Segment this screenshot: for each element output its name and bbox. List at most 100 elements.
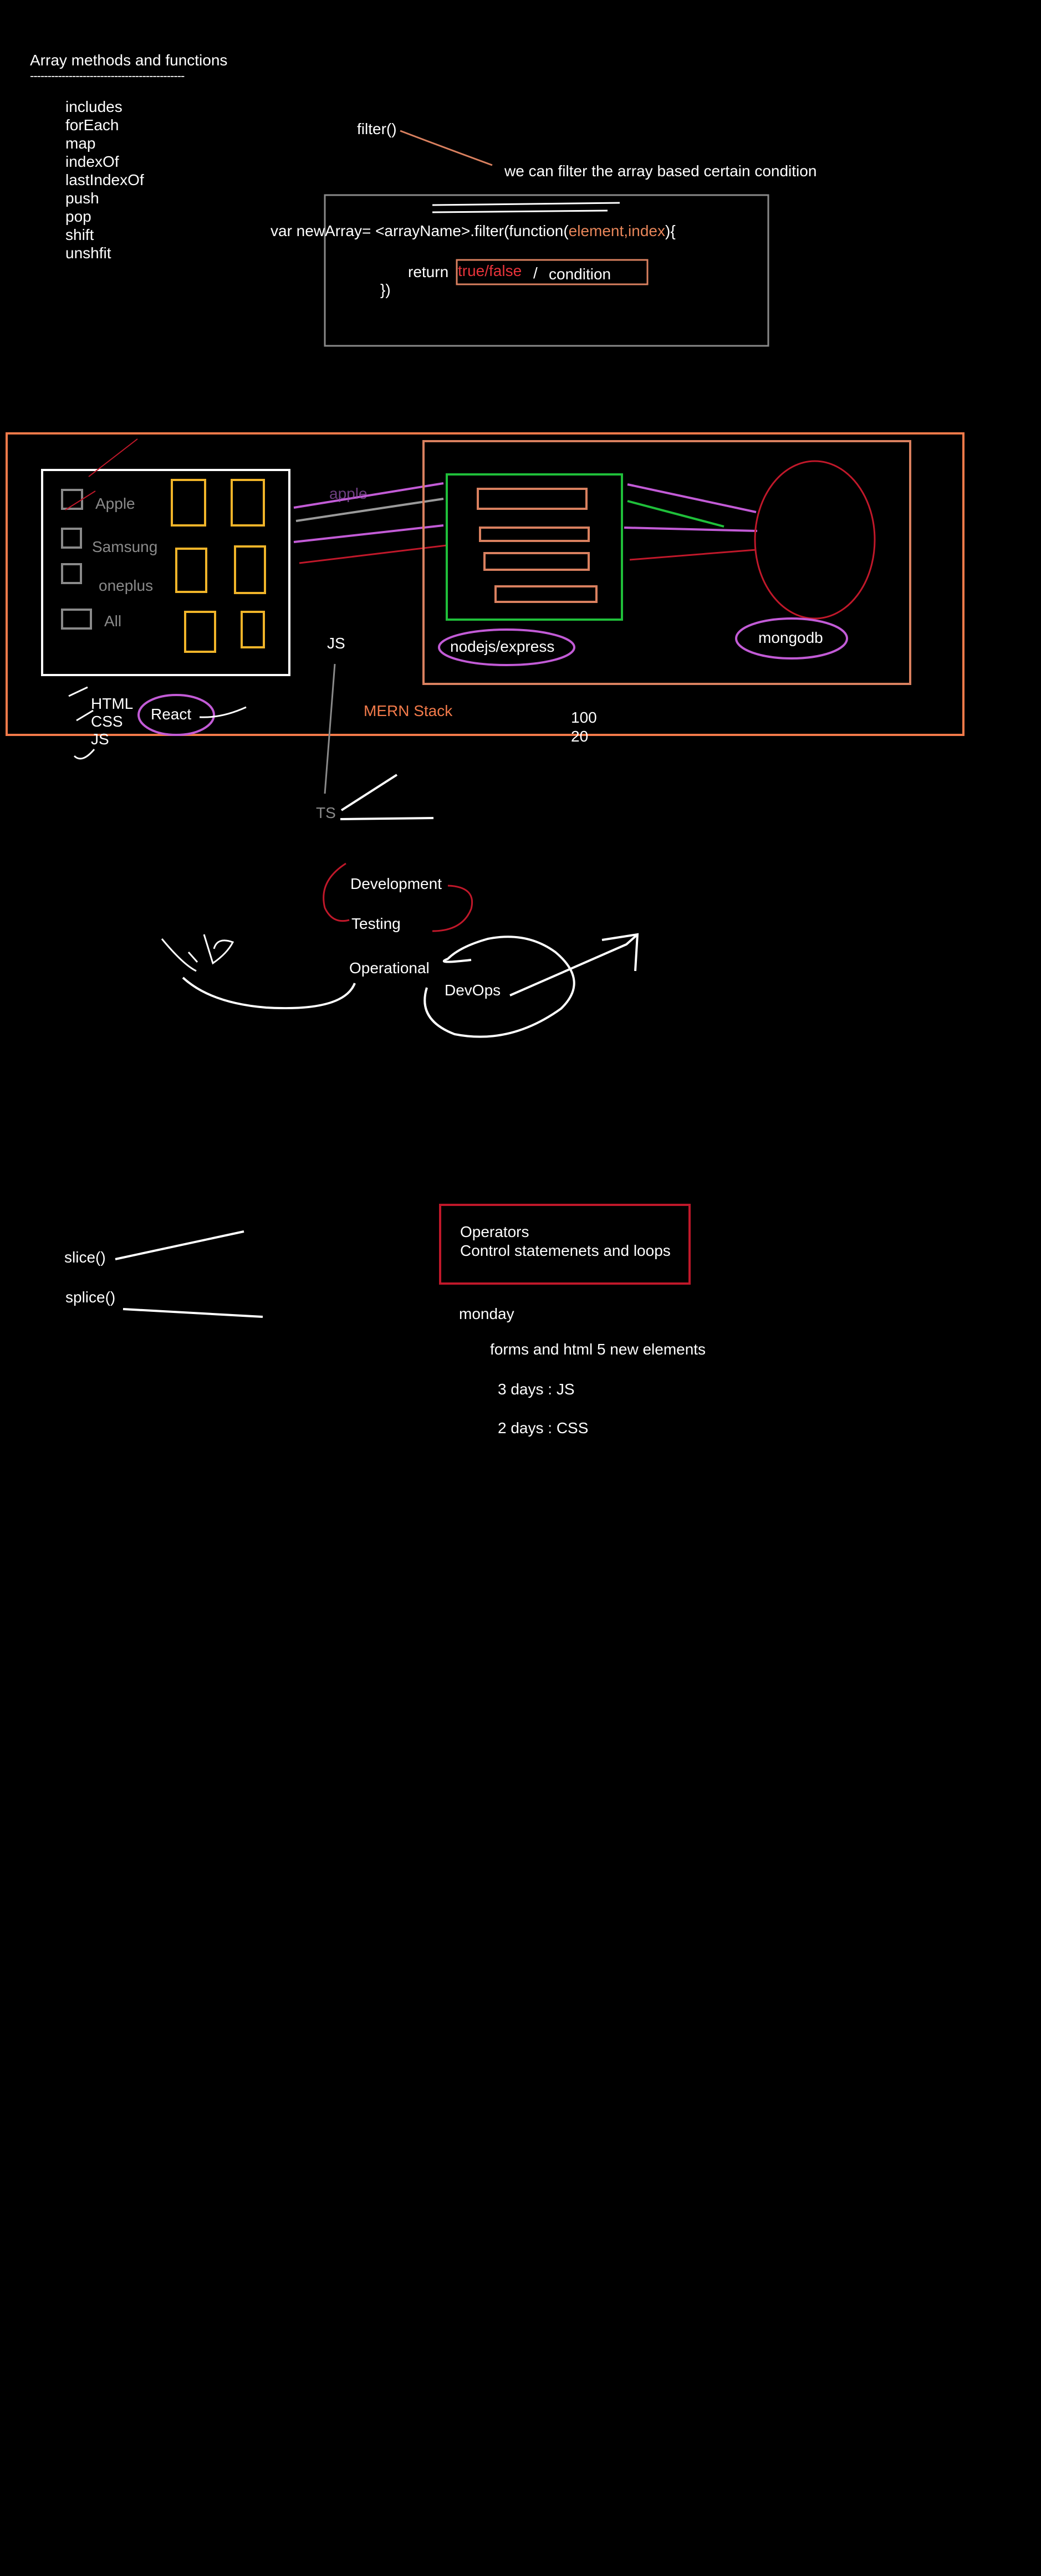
filter-label: filter() <box>357 120 397 137</box>
filter-pointer-line <box>400 130 493 166</box>
filter-option-oneplus: oneplus <box>99 577 154 594</box>
method-item: shift <box>65 226 94 243</box>
backend-frame <box>422 440 911 685</box>
plan-item-forms: forms and html 5 new elements <box>490 1341 706 1358</box>
ts-check-scribble <box>340 774 434 820</box>
connector-db-purple-1 <box>627 483 757 513</box>
devops-loop <box>423 936 575 1038</box>
code-suffix: ){ <box>665 222 676 239</box>
route-bar <box>479 527 590 542</box>
server-box <box>446 473 623 621</box>
devops-label: DevOps <box>445 982 501 999</box>
code-params: element,index <box>568 222 665 239</box>
plan-item-css: 2 days : CSS <box>498 1419 589 1437</box>
method-item: lastIndexOf <box>65 171 144 188</box>
array-section-title: Array methods and functions <box>30 52 228 69</box>
frontend-panel <box>41 469 290 676</box>
react-ellipse <box>137 694 215 736</box>
filter-code-box <box>324 194 769 347</box>
product-card <box>241 611 265 648</box>
slice-label: slice() <box>64 1249 106 1266</box>
product-card <box>175 548 207 593</box>
mongodb-label: mongodb <box>758 629 823 646</box>
array-title-underline: ----------------------------------------… <box>30 69 185 83</box>
route-bar <box>483 552 590 571</box>
database-ellipse <box>754 460 876 620</box>
connector-purple-2 <box>293 524 444 543</box>
operational-label: Operational <box>349 959 430 977</box>
plan-item-js: 3 days : JS <box>498 1381 575 1398</box>
return-slash: / <box>533 264 538 282</box>
number-20: 20 <box>571 728 589 745</box>
connector-gray <box>295 498 444 522</box>
method-item: map <box>65 135 96 152</box>
filter-option-apple: Apple <box>95 495 135 512</box>
tech-html: HTML <box>91 695 134 712</box>
tech-css: CSS <box>91 713 123 730</box>
route-bar <box>494 585 598 603</box>
react-label: React <box>151 706 192 723</box>
dev-test-loop <box>323 862 473 932</box>
mern-stack-label: MERN Stack <box>364 702 453 719</box>
code-underline-2 <box>432 209 608 213</box>
mern-outer-frame <box>6 432 965 736</box>
filter-option-all: All <box>104 612 122 630</box>
devops-arrow <box>509 933 639 996</box>
number-100: 100 <box>571 709 597 726</box>
development-label: Development <box>350 875 442 892</box>
splice-stroke <box>123 1308 263 1318</box>
array-methods-list: includes forEach map indexOf lastIndexOf… <box>65 98 144 262</box>
js-label: JS <box>327 635 345 652</box>
ts-label: TS <box>316 804 336 821</box>
code-underline-1 <box>432 202 620 206</box>
connector-red <box>299 544 447 564</box>
product-card <box>184 611 216 653</box>
filter-code-line: var newArray= <arrayName>.filter(functio… <box>271 222 676 241</box>
checkbox-all <box>61 609 92 630</box>
testing-label: Testing <box>351 915 401 932</box>
checkbox-apple-red-stroke <box>65 438 138 510</box>
operators-line-1: Operators <box>460 1223 529 1240</box>
method-item: includes <box>65 98 123 115</box>
filter-description: we can filter the array based certain co… <box>504 162 817 180</box>
return-keyword: return <box>408 263 449 280</box>
checkbox-samsung <box>61 528 82 549</box>
nodejs-ellipse <box>438 628 575 666</box>
filter-option-samsung: Samsung <box>92 538 158 555</box>
method-item: indexOf <box>65 153 119 170</box>
day-label: monday <box>459 1305 514 1322</box>
method-item: pop <box>65 208 91 225</box>
product-card <box>231 479 265 527</box>
method-item: forEach <box>65 116 119 134</box>
operators-line-2: Control statemenets and loops <box>460 1242 671 1259</box>
route-bar <box>477 488 588 510</box>
code-closing: }) <box>380 281 391 298</box>
nodejs-label: nodejs/express <box>450 638 555 655</box>
js-ts-line <box>324 663 336 794</box>
connector-db-purple-2 <box>624 527 758 532</box>
connector-db-green <box>627 500 724 528</box>
connector-db-red <box>629 549 757 561</box>
operational-swoop <box>182 977 356 1010</box>
tech-js: JS <box>91 730 109 748</box>
faded-apple-label: apple <box>329 485 368 502</box>
frontend-tech-list: HTML CSS JS <box>91 695 133 748</box>
method-item: unshfit <box>65 244 111 262</box>
return-value: true/false <box>458 262 522 279</box>
checkbox-oneplus <box>61 563 82 584</box>
operators-box <box>439 1204 691 1285</box>
frontend-checkmarks <box>68 686 95 760</box>
condition-label: condition <box>549 265 611 283</box>
return-value-box <box>456 259 649 285</box>
code-prefix: var newArray= <box>271 222 376 239</box>
live-scribble <box>161 934 234 972</box>
code-target: <arrayName>.filter(function( <box>375 222 569 239</box>
product-card <box>234 545 266 594</box>
connector-purple-1 <box>293 482 444 509</box>
slice-stroke <box>115 1230 244 1260</box>
react-ticks <box>199 706 247 718</box>
mongodb-ellipse <box>735 617 848 660</box>
splice-label: splice() <box>65 1289 116 1306</box>
method-item: push <box>65 190 99 207</box>
